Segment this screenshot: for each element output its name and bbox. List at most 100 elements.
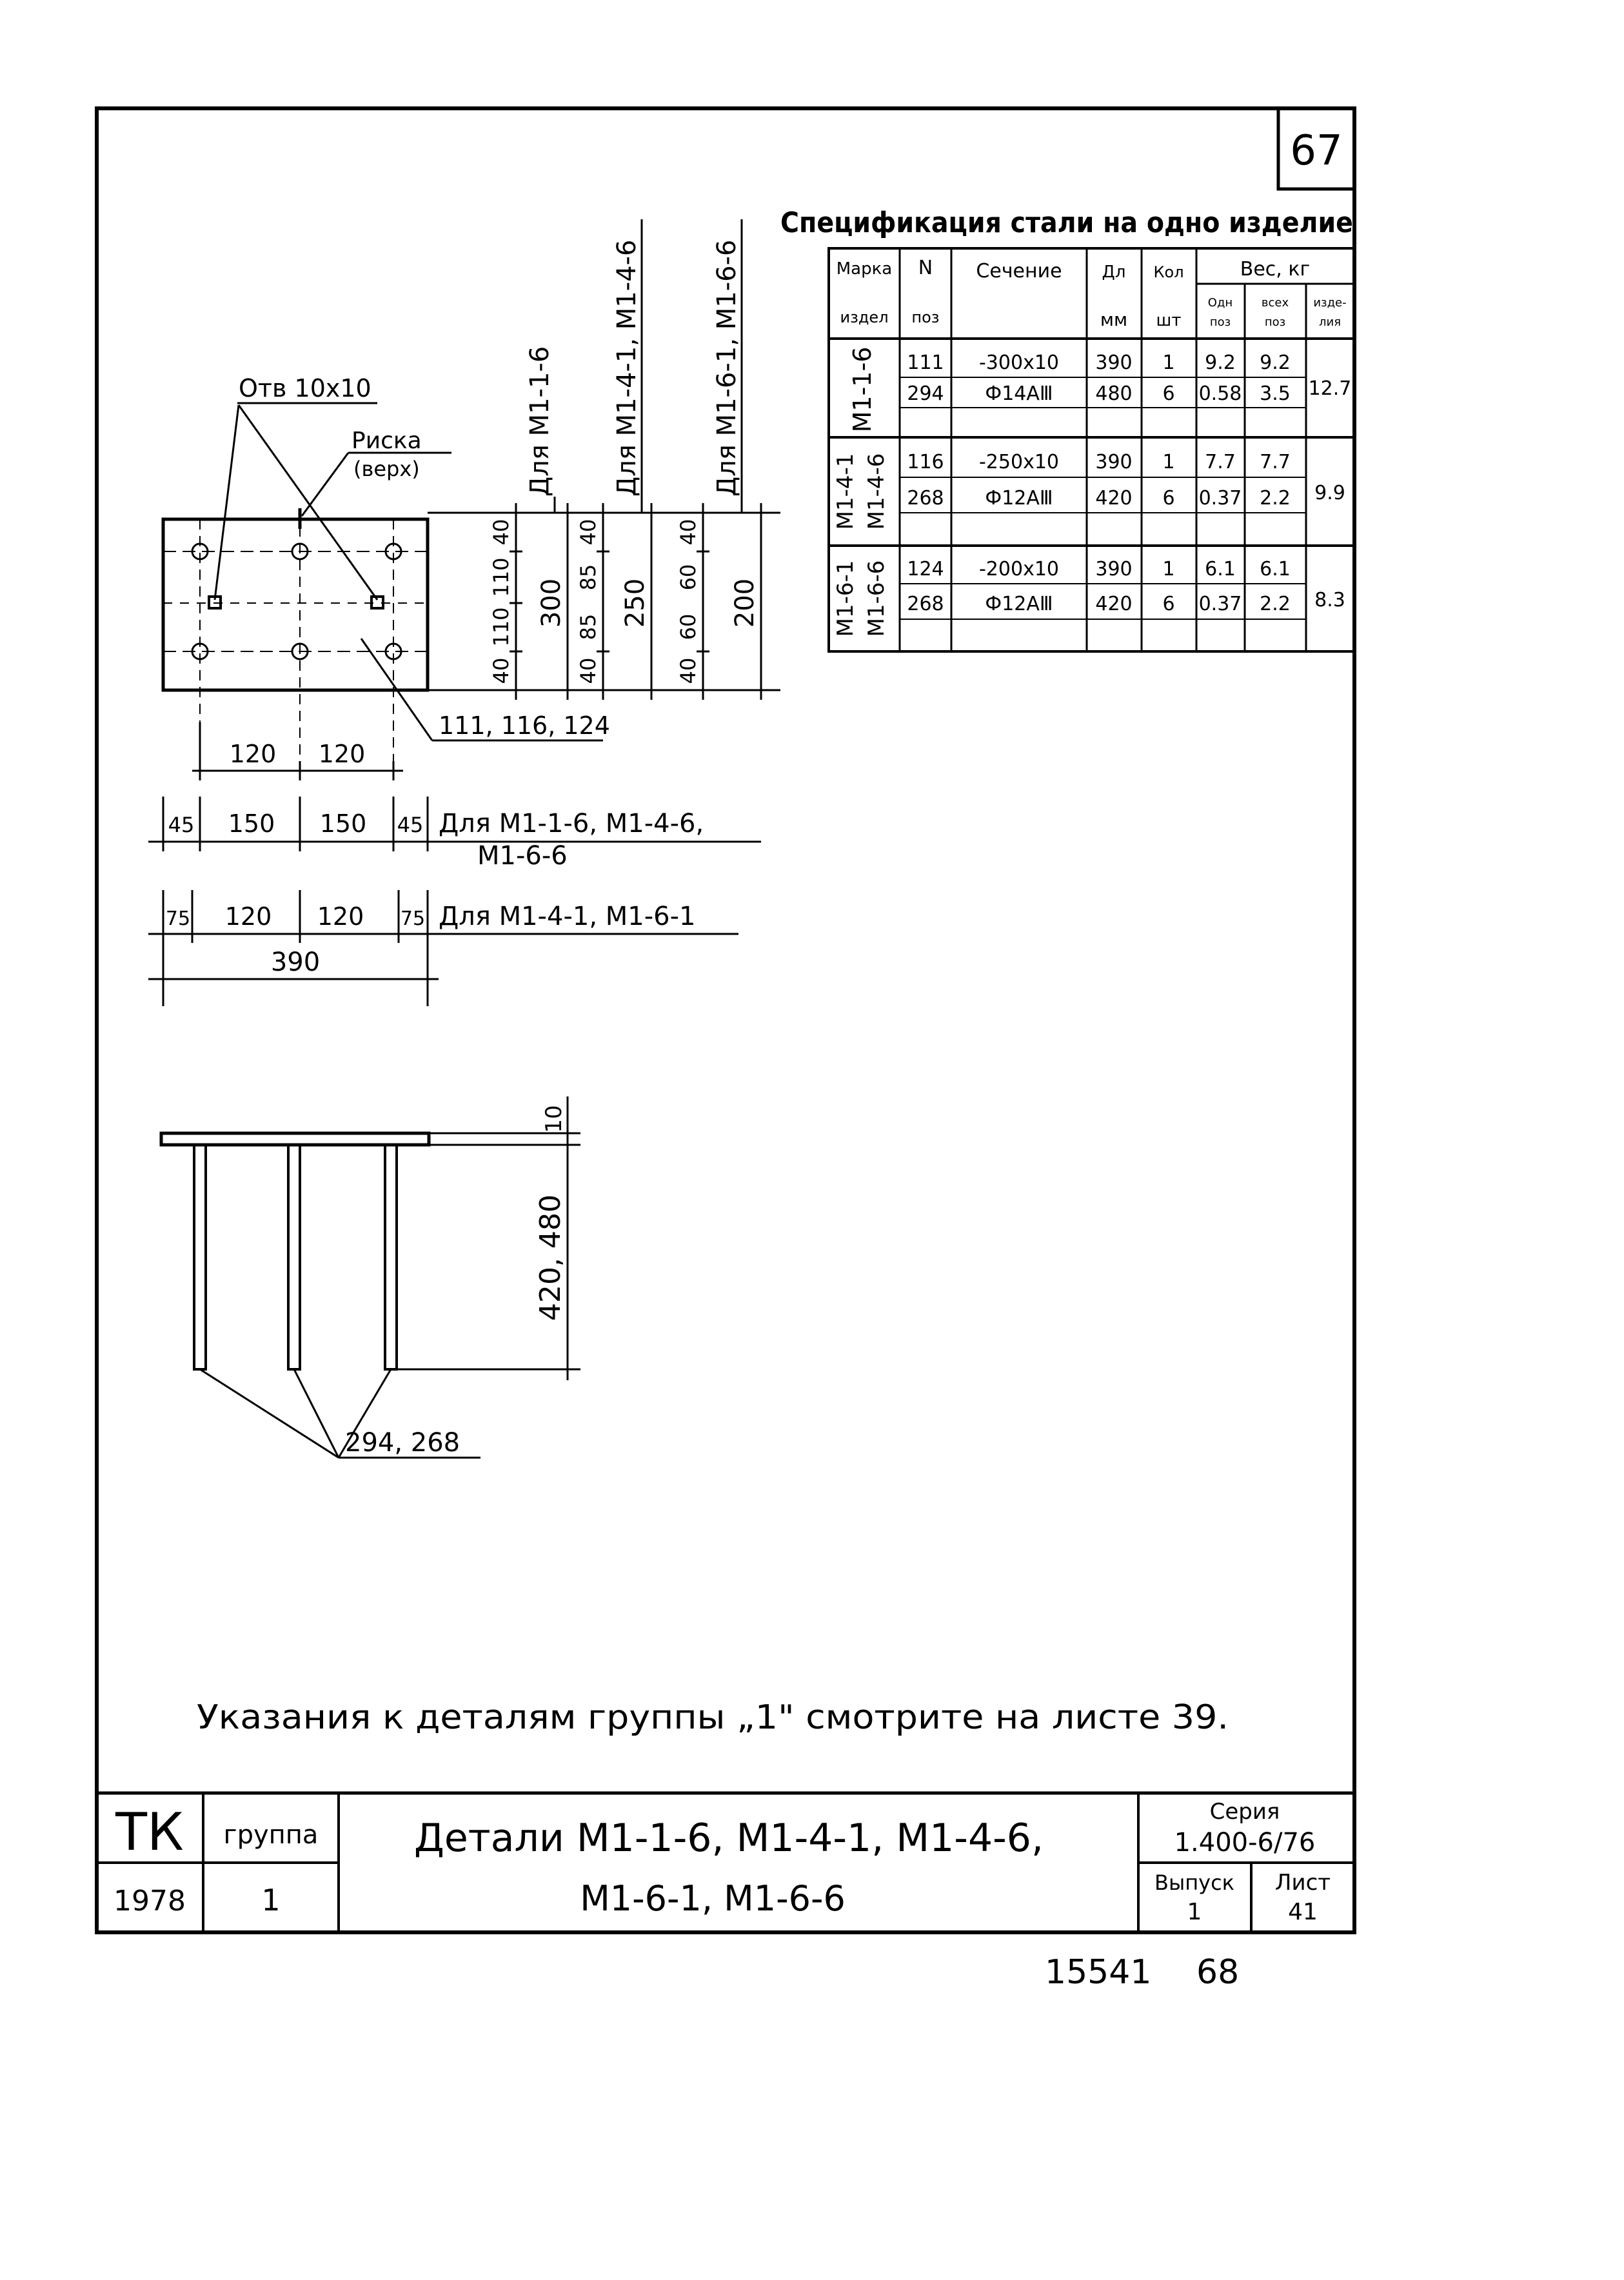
g2-r2-section: Ф12АⅢ — [985, 487, 1053, 510]
tb-series-label: Серия — [1210, 1799, 1280, 1825]
g3-r1-qty: 1 — [1162, 558, 1174, 580]
g1-r1-length: 390 — [1095, 352, 1132, 374]
elevation-rod-2 — [287, 1144, 301, 1371]
tb-title-1: Детали М1-1-6, М1-4-1, М1-4-6, — [414, 1816, 1044, 1861]
hdim-overall — [148, 943, 439, 1006]
mark-label: Риска — [352, 428, 422, 454]
doc-number: 15541 — [1045, 1953, 1151, 1992]
row1-a: 120 — [230, 740, 277, 768]
rod-positions: 294, 268 — [345, 1428, 460, 1458]
row2-a: 45 — [168, 813, 195, 837]
row2-c: 150 — [320, 809, 367, 838]
dim300-c: 110 — [489, 607, 513, 646]
g3-r2-wone: 0.37 — [1199, 593, 1242, 615]
g1-r1-wall: 9.2 — [1260, 352, 1291, 374]
hdr-pos-1: N — [918, 257, 933, 279]
hdr-w-item-1: изде- — [1313, 296, 1346, 310]
g1-r1-pos: 111 — [907, 352, 944, 374]
group3-mark-1: М1-6-1 — [833, 560, 858, 637]
dim200-b: 60 — [676, 564, 700, 591]
dim200-c: 60 — [676, 614, 700, 640]
g3-r1-length: 390 — [1095, 558, 1132, 580]
g2-r2-qty: 6 — [1162, 487, 1174, 510]
g2-r2-pos: 268 — [907, 487, 944, 510]
hdr-pos-2: поз — [911, 308, 939, 326]
g2-r1-pos: 116 — [907, 451, 944, 473]
hdr-qty-2: шт — [1156, 311, 1182, 330]
g2-r2-wall: 2.2 — [1260, 487, 1291, 510]
g3-r2-wall: 2.2 — [1260, 593, 1291, 615]
label-for-m141: Для М1-4-1, М1-4-6 — [612, 240, 642, 497]
hdr-w-item-2: лия — [1319, 315, 1341, 329]
row2-d: 45 — [397, 813, 424, 837]
elevation-rod-1 — [193, 1144, 207, 1371]
elevation-plate — [159, 1131, 431, 1147]
elevation-rod-3 — [384, 1144, 398, 1371]
g2-r1-length: 390 — [1095, 451, 1132, 473]
g3-r1-section: -200х10 — [979, 558, 1059, 580]
plate-positions: 111, 116, 124 — [439, 711, 610, 740]
g1-r2-length: 480 — [1095, 382, 1132, 405]
sheet-note: Указания к деталям группы „1" смотрите н… — [197, 1698, 1229, 1737]
g1-r1-section: -300х10 — [979, 352, 1059, 374]
plate-outline — [161, 517, 430, 692]
spec-table: Спецификация стали на одно изделие Марка… — [780, 206, 1356, 653]
dim250-d: 40 — [576, 658, 600, 684]
g1-total: 12.7 — [1309, 377, 1352, 400]
g1-r1-wone: 9.2 — [1205, 352, 1236, 374]
row3-c: 120 — [317, 902, 364, 931]
g3-r2-pos: 268 — [907, 593, 944, 615]
g1-r2-wall: 3.5 — [1260, 382, 1291, 405]
tb-group-label: группа — [224, 1820, 319, 1850]
hole-right — [370, 595, 384, 610]
g2-r2-wone: 0.37 — [1199, 487, 1242, 510]
g3-r2-section: Ф12АⅢ — [985, 593, 1053, 615]
hdr-w-one-1: Одн — [1208, 296, 1233, 310]
g1-r2-section: Ф14АⅢ — [985, 382, 1053, 405]
dim300-b: 110 — [489, 557, 513, 597]
dim250-c: 85 — [576, 614, 600, 640]
dim300-a: 40 — [489, 519, 513, 546]
label-for-m116: Для М1-1-6 — [525, 346, 555, 497]
g2-r1-wone: 7.7 — [1205, 451, 1236, 473]
hdr-marka-2: издел — [840, 308, 888, 326]
mark-label-2: (верх) — [353, 457, 420, 481]
row3-note: Для М1-4-1, М1-6-1 — [439, 902, 695, 931]
hdr-weight: Вес, кг — [1240, 258, 1311, 281]
g2-total: 9.9 — [1314, 482, 1345, 504]
row1-b: 120 — [319, 740, 366, 768]
tb-issue-value: 1 — [1187, 1899, 1202, 1925]
dim-chain-200 — [671, 503, 780, 700]
g1-r1-qty: 1 — [1162, 352, 1174, 374]
hdr-section: Сечение — [976, 260, 1062, 283]
plan-view: Отв 10х10 Риска (верх) 111, 116, 124 Для… — [148, 219, 780, 1006]
label-for-m161: Для М1-6-1, М1-6-6 — [712, 240, 742, 497]
row3-b: 120 — [225, 902, 272, 931]
sheet-frame — [95, 106, 1356, 1934]
row3-a: 75 — [166, 907, 190, 930]
g3-r1-wall: 6.1 — [1260, 558, 1291, 580]
g3-r1-pos: 124 — [907, 558, 944, 580]
dim250-b: 85 — [576, 564, 600, 591]
hdr-length-1: Дл — [1102, 263, 1126, 282]
dim300-total: 300 — [537, 579, 566, 628]
hdr-w-one-2: поз — [1210, 315, 1231, 329]
hdr-qty-1: Кол — [1153, 263, 1183, 281]
group2-mark-1: М1-4-1 — [833, 453, 858, 530]
group2-mark-2: М1-4-6 — [864, 453, 889, 530]
dim200-total: 200 — [730, 579, 760, 628]
footer-page: 68 — [1196, 1953, 1239, 1992]
tb-code: ТК — [115, 1802, 184, 1862]
row2-note-2: М1-6-6 — [477, 841, 568, 871]
dim250-total: 250 — [620, 579, 650, 628]
g1-r2-wone: 0.58 — [1199, 382, 1242, 405]
hdim-row2 — [148, 797, 761, 851]
tb-year: 1978 — [114, 1885, 186, 1918]
tb-sheet-value: 41 — [1288, 1899, 1318, 1925]
plate-thickness: 10 — [541, 1105, 567, 1133]
dim-chain-300 — [428, 503, 580, 700]
dim200-a: 40 — [676, 519, 700, 546]
g3-r2-length: 420 — [1095, 593, 1132, 615]
dim250-a: 40 — [576, 519, 600, 546]
